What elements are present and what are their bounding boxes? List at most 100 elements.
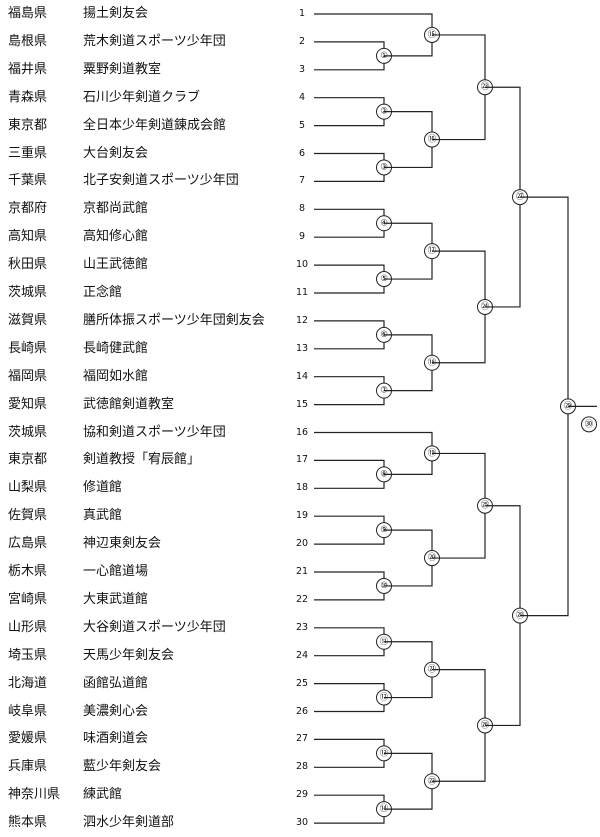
- entry-team: 粟野剣道教室: [83, 61, 162, 77]
- entry-row: 滋賀県 膳所体振スポーツ少年団剣友会 12: [0, 307, 308, 335]
- bracket-connector-line: [314, 264, 385, 294]
- entry-prefecture: 埼玉県: [8, 647, 48, 663]
- entry-row: 岐阜県 美濃剣心会 26: [0, 698, 308, 726]
- entry-seed-number: 30: [295, 817, 309, 829]
- bracket-connector-line: [314, 515, 385, 545]
- entry-seed-number: 11: [295, 287, 309, 298]
- entry-prefecture: 京都府: [8, 201, 48, 217]
- bracket-connector-line: [314, 97, 385, 127]
- entry-seed-number: 23: [295, 621, 309, 633]
- entry-team: 練武館: [83, 787, 123, 803]
- entry-prefecture: 北海道: [8, 675, 48, 691]
- match-number-circle: [581, 416, 597, 433]
- entry-row: 福島県 揚土剣友会 1: [0, 0, 305, 28]
- entry-seed-number: 29: [295, 789, 309, 801]
- entry-prefecture: 愛媛県: [8, 731, 48, 747]
- entry-row: 埼玉県 天馬少年剣友会 24: [0, 642, 308, 670]
- entry-seed-number: 10: [295, 259, 309, 271]
- entry-prefecture: 神奈川県: [8, 787, 61, 803]
- bracket-connector-line: [314, 152, 385, 182]
- entry-team: 美濃剣心会: [83, 703, 149, 719]
- bracket-connector-line: [314, 13, 433, 57]
- entry-prefecture: 山形県: [8, 619, 48, 635]
- entry-prefecture: 岐阜県: [8, 703, 48, 719]
- bracket-connector-line: [314, 41, 385, 71]
- entry-team: 武徳館剣道教室: [83, 396, 175, 412]
- entry-prefecture: 長崎県: [8, 340, 48, 356]
- entry-seed-number: 16: [295, 426, 309, 438]
- entry-prefecture: 茨城県: [8, 424, 48, 440]
- entry-prefecture: 愛知県: [8, 396, 48, 412]
- entry-seed-number: 20: [295, 538, 309, 550]
- entry-team: 真武館: [83, 508, 123, 524]
- entry-team: 荒木剣道スポーツ少年団: [83, 33, 226, 49]
- entry-seed-number: 9: [298, 231, 306, 243]
- entry-team: 揚土剣友会: [83, 6, 149, 21]
- entry-seed-number: 26: [295, 705, 309, 717]
- entry-prefecture: 青森県: [8, 89, 48, 105]
- entry-prefecture: 兵庫県: [8, 759, 48, 775]
- entry-seed-number: 19: [295, 510, 309, 522]
- entry-team: 函館弘道館: [83, 675, 149, 691]
- entry-team: 天馬少年剣友会: [83, 647, 175, 663]
- entry-team: 剣道教授「宥辰館」: [83, 452, 201, 468]
- entry-row: 神奈川県 練武館 29: [0, 781, 308, 809]
- entry-seed-number: 8: [298, 203, 306, 215]
- entry-seed-number: 12: [295, 314, 309, 326]
- entry-row: 秋田県 山王武徳館 10: [0, 251, 308, 279]
- entry-seed-number: 1: [298, 8, 306, 19]
- entry-seed-number: 18: [295, 482, 309, 494]
- entry-seed-number: 17: [295, 454, 309, 466]
- entry-prefecture: 山梨県: [8, 480, 48, 496]
- entry-team: 大谷剣道スポーツ少年団: [83, 619, 226, 635]
- match-number-label: ㉚: [585, 419, 594, 429]
- entry-team: 福岡如水館: [83, 368, 149, 384]
- entry-seed-number: 22: [295, 593, 309, 605]
- entry-prefecture: 秋田県: [8, 257, 48, 273]
- entry-team: 京都尚武館: [83, 201, 149, 217]
- bracket-connector-line: [314, 459, 385, 489]
- entry-team: 大台剣友会: [83, 145, 149, 161]
- entry-prefecture: 福岡県: [8, 368, 48, 384]
- entry-row: 京都府 京都尚武館 8: [0, 195, 305, 223]
- bracket-connector-line: [314, 571, 385, 601]
- entry-seed-number: 28: [295, 761, 309, 773]
- bracket-connector-line: [314, 208, 385, 238]
- bracket-connector-line: [314, 376, 385, 406]
- entry-prefecture: 滋賀県: [8, 312, 48, 328]
- entry-seed-number: 21: [295, 566, 309, 577]
- entry-team: 高知修心館: [83, 229, 149, 245]
- entry-team: 北子安剣道スポーツ少年団: [83, 173, 239, 189]
- entry-seed-number: 27: [295, 733, 309, 745]
- entry-prefecture: 島根県: [8, 33, 48, 49]
- entry-seed-number: 24: [295, 649, 309, 661]
- entry-team: 山王武徳館: [83, 257, 149, 273]
- entry-prefecture: 佐賀県: [8, 508, 48, 524]
- entry-seed-number: 13: [295, 342, 309, 354]
- entry-seed-number: 14: [295, 370, 309, 382]
- entry-row: 東京都 剣道教授「宥辰館」 17: [0, 446, 308, 474]
- entry-seed-number: 5: [298, 119, 306, 131]
- entry-seed-number: 25: [295, 677, 309, 689]
- entry-prefecture: 東京都: [8, 117, 48, 133]
- entry-prefecture: 東京都: [8, 452, 48, 468]
- bracket-connector-line: [314, 794, 385, 824]
- entry-seed-number: 4: [298, 91, 306, 103]
- bracket-connector-line: [314, 738, 385, 768]
- entry-team: 膳所体振スポーツ少年団剣友会: [83, 312, 265, 328]
- entry-row: 山形県 大谷剣道スポーツ少年団 23: [0, 614, 308, 642]
- entry-team: 協和剣道スポーツ少年団: [83, 424, 226, 440]
- bracket-connector-line: [314, 682, 385, 713]
- entry-prefecture: 福島県: [8, 6, 48, 21]
- entry-row: 福岡県 福岡如水館 14: [0, 363, 308, 391]
- entry-seed-number: 6: [298, 147, 306, 159]
- entry-prefecture: 千葉県: [8, 173, 48, 189]
